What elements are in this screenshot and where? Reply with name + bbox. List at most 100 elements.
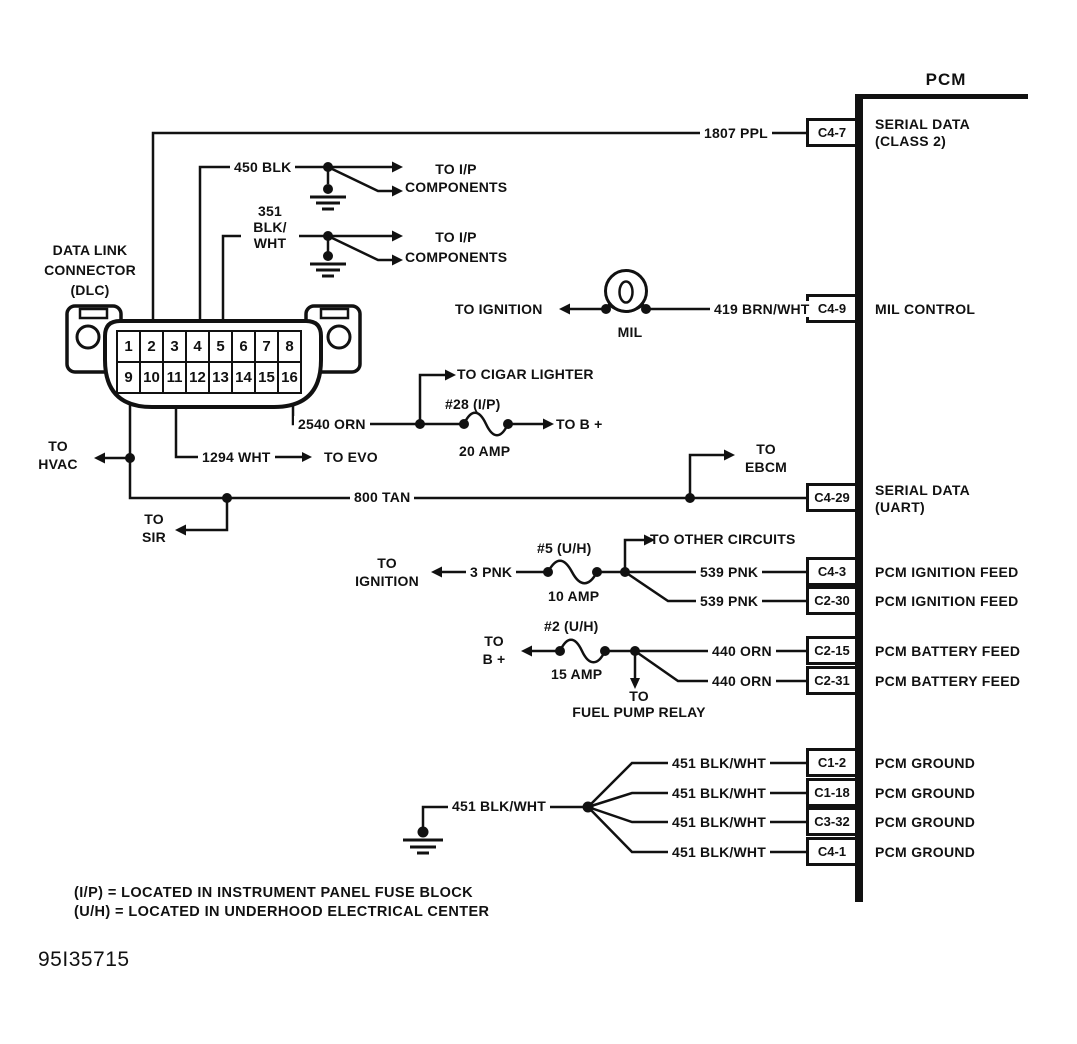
dest-ip-components-b: TO I/P COMPONENTS	[405, 229, 508, 265]
dest-fuel-pump-relay: TO FUEL PUMP RELAY	[572, 688, 706, 720]
arrowhead	[445, 369, 456, 381]
pcm-function-ground-3: PCM GROUND	[875, 814, 976, 830]
arrowhead	[94, 452, 105, 464]
fuse-28-symbol	[462, 411, 510, 437]
dlc-left-hole	[75, 324, 101, 350]
fuse-5-name: #5 (U/H)	[537, 540, 592, 556]
arrowhead	[644, 534, 655, 546]
pcm-function-serial-class2: SERIAL DATA (CLASS 2)	[875, 116, 971, 149]
dlc-pin-3: 3	[164, 332, 185, 361]
pcm-terminal-c3-32: C3-32	[806, 807, 858, 836]
dest-ip-components-a: TO I/P COMPONENTS	[405, 161, 508, 195]
wire-label-419-brnwht: 419 BRN/WHT	[710, 301, 814, 317]
arrowhead	[724, 449, 735, 461]
dlc-pin-10: 10	[141, 363, 162, 392]
dest-ignition-mil: TO IGNITION	[455, 301, 543, 317]
fuse-terminal-dot	[543, 567, 553, 577]
pcm-function-ignition-feed-2: PCM IGNITION FEED	[875, 593, 1019, 609]
pcm-terminal-c2-31: C2-31	[806, 666, 858, 695]
figure-id: 95I35715	[38, 948, 130, 971]
junction-dot	[417, 826, 429, 838]
dlc-pin-7: 7	[256, 332, 277, 361]
fuse-5-rating: 10 AMP	[548, 588, 600, 604]
legend-line-1: (I/P) = LOCATED IN INSTRUMENT PANEL FUSE…	[74, 885, 474, 901]
dest-ignition-2: TO IGNITION	[355, 555, 419, 589]
wire-label-1807-ppl: 1807 PPL	[700, 125, 772, 141]
pcm-terminal-c4-7: C4-7	[806, 118, 858, 147]
wire-351-blkwht	[221, 230, 403, 325]
arrowhead	[630, 678, 640, 689]
ground-symbol	[310, 195, 346, 211]
wire-label-451-1: 451 BLK/WHT	[668, 755, 770, 771]
arrowhead	[543, 418, 554, 430]
ground-symbol	[403, 838, 443, 855]
arrowhead	[559, 303, 570, 315]
pcm-terminal-c1-18: C1-18	[806, 778, 858, 807]
arrowhead	[302, 452, 312, 462]
pcm-function-serial-uart: SERIAL DATA (UART)	[875, 482, 971, 515]
dest-cigar-lighter: TO CIGAR LIGHTER	[457, 366, 594, 382]
wire-label-2540-orn: 2540 ORN	[294, 416, 370, 432]
dlc-pin-8: 8	[279, 332, 300, 361]
pcm-bus	[855, 94, 1028, 902]
pcm-terminal-c2-15: C2-15	[806, 636, 858, 665]
wire-label-451-3: 451 BLK/WHT	[668, 814, 770, 830]
fuse-5-symbol	[546, 559, 599, 585]
ground-symbol	[310, 262, 346, 278]
wire-label-1294-wht: 1294 WHT	[198, 449, 275, 465]
dlc-pin-1: 1	[118, 332, 139, 361]
dlc-label: DATA LINK CONNECTOR (DLC)	[44, 242, 136, 298]
dlc-pin-16: 16	[279, 363, 300, 392]
arrowhead	[392, 254, 403, 266]
pcm-function-ground-2: PCM GROUND	[875, 785, 976, 801]
wire-label-539-pnk-a: 539 PNK	[696, 564, 763, 580]
junction-dot	[415, 419, 425, 429]
fuse-28-rating: 20 AMP	[459, 443, 511, 459]
dlc-right-slot	[319, 307, 350, 320]
dlc-pin-12: 12	[187, 363, 208, 392]
dlc-pin-4: 4	[187, 332, 208, 361]
fuse-2-rating: 15 AMP	[551, 666, 603, 682]
pcm-terminal-c4-3: C4-3	[806, 557, 858, 586]
junction-dot	[685, 493, 695, 503]
fuse-terminal-dot	[555, 646, 565, 656]
wire-label-351-blkwht: 351 BLK/ WHT	[241, 203, 299, 251]
junction-dot	[323, 251, 333, 261]
dest-sir: TO SIR	[142, 511, 166, 545]
arrowhead	[431, 566, 442, 578]
arrowhead	[392, 161, 403, 173]
pcm-function-ground-4: PCM GROUND	[875, 844, 976, 860]
wire-450-blk	[198, 161, 403, 325]
pcm-function-ground-1: PCM GROUND	[875, 755, 976, 771]
dlc-left-slot	[78, 307, 109, 320]
pcm-terminal-c4-29: C4-29	[806, 483, 858, 512]
junction-dot	[125, 453, 135, 463]
wire-label-451-2: 451 BLK/WHT	[668, 785, 770, 801]
dlc-right-hole	[326, 324, 352, 350]
dlc-pin-2: 2	[141, 332, 162, 361]
fuse-2-symbol	[558, 638, 607, 664]
wire-label-451-main: 451 BLK/WHT	[448, 798, 550, 814]
arrowhead	[392, 185, 403, 197]
junction-dot	[601, 304, 611, 314]
dest-hvac: TO HVAC	[38, 438, 78, 472]
wire-label-539-pnk-b: 539 PNK	[696, 593, 763, 609]
pcm-terminal-c4-1: C4-1	[806, 837, 858, 866]
wire-2540-orn	[291, 369, 554, 437]
wire-label-440-orn-b: 440 ORN	[708, 673, 776, 689]
pcm-terminal-c1-2: C1-2	[806, 748, 858, 777]
wire-label-3-pnk: 3 PNK	[466, 564, 517, 580]
junction-dot	[323, 231, 333, 241]
dest-ebcm: TO EBCM	[744, 441, 788, 475]
fuse-terminal-dot	[459, 419, 469, 429]
pcm-function-battery-feed-2: PCM BATTERY FEED	[875, 673, 1021, 689]
pcm-function-ignition-feed-1: PCM IGNITION FEED	[875, 564, 1019, 580]
pcm-terminal-c4-9: C4-9	[806, 294, 858, 323]
dlc-pin-15: 15	[256, 363, 277, 392]
arrowhead	[521, 645, 532, 657]
fuse-28-name: #28 (I/P)	[445, 396, 501, 412]
pcm-function-battery-feed-1: PCM BATTERY FEED	[875, 643, 1021, 659]
pcm-title: PCM	[925, 70, 967, 89]
wire-label-450-blk: 450 BLK	[230, 159, 296, 175]
